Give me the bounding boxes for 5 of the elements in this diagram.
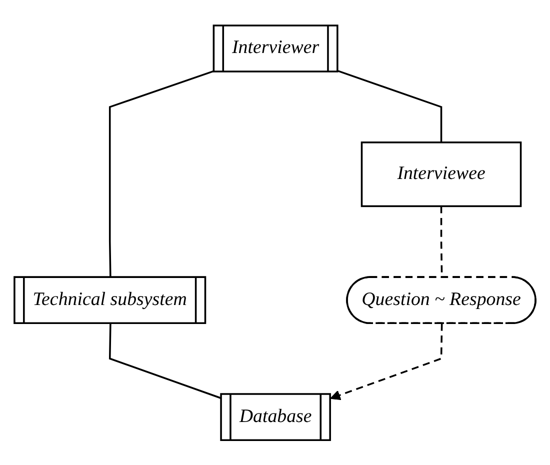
node-box: Interviewee (360, 141, 522, 207)
connector (108, 70, 215, 278)
connector (108, 323, 222, 399)
connector (338, 70, 442, 142)
arrow (330, 323, 443, 400)
